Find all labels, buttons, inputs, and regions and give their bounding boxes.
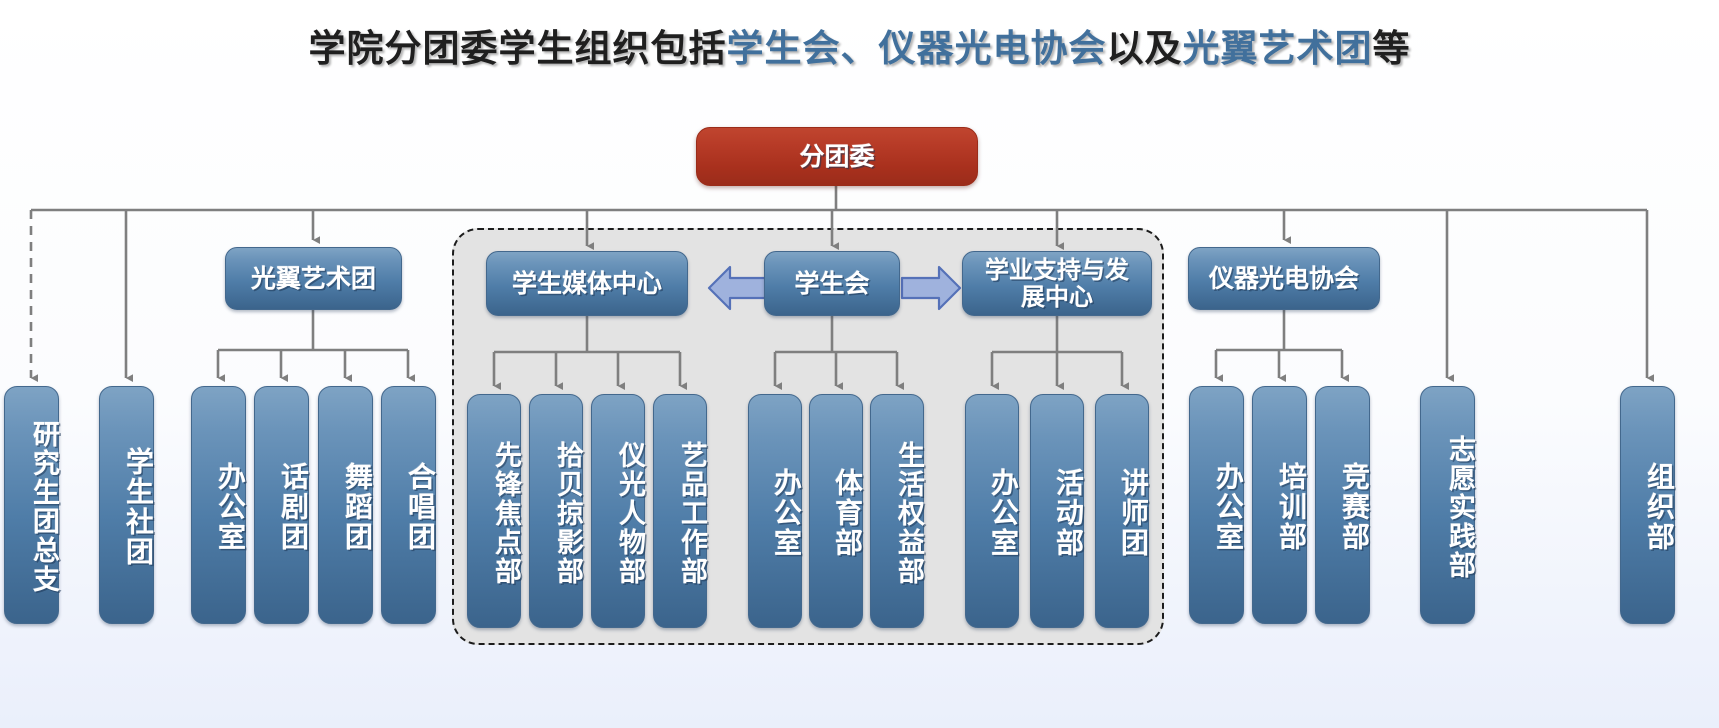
leaf-label-md-people: 仪光人物部 — [614, 440, 645, 586]
node-organization-dept[interactable]: 组织部 — [1620, 386, 1676, 624]
arrow-right-icon — [900, 265, 962, 311]
title-segment-4: 光翼艺术团 — [1182, 27, 1373, 70]
leaf-label-in-contest: 竞赛部 — [1338, 462, 1371, 552]
node-instrument-label: 仪器光电协会 — [1208, 264, 1359, 293]
node-media-label: 学生媒体中心 — [511, 269, 662, 298]
node-un-sports[interactable]: 体育部 — [809, 394, 864, 628]
leaf-label-gy-office: 办公室 — [214, 462, 247, 552]
node-md-shibei[interactable]: 拾贝掠影部 — [529, 394, 583, 628]
node-gy-drama[interactable]: 话剧团 — [254, 386, 310, 624]
title-segment-0: 学院分团委学生组织包括 — [308, 27, 727, 70]
node-gy-dance[interactable]: 舞蹈团 — [318, 386, 374, 624]
node-gy-office[interactable]: 办公室 — [191, 386, 247, 624]
node-in-contest[interactable]: 竞赛部 — [1315, 386, 1371, 624]
leaf-label-md-pioneer: 先锋焦点部 — [490, 440, 521, 586]
node-un-office[interactable]: 办公室 — [748, 394, 803, 628]
arrow-left-icon — [707, 265, 769, 311]
node-un-rights[interactable]: 生活权益部 — [870, 394, 924, 628]
leaf-label-ac-office: 办公室 — [987, 468, 1020, 558]
node-academic-support-center[interactable]: 学业支持与发 展中心 — [962, 251, 1152, 316]
leaf-label-in-office: 办公室 — [1212, 462, 1245, 552]
node-volunteer-practice[interactable]: 志愿实践部 — [1420, 386, 1475, 624]
node-guangyi-label: 光翼艺术团 — [250, 264, 376, 293]
leaf-label-volunteer: 志愿实践部 — [1444, 434, 1475, 580]
node-student-club[interactable]: 学生社团 — [99, 386, 155, 624]
node-guangyi-art-troupe[interactable]: 光翼艺术团 — [225, 247, 402, 310]
leaf-label-ac-lecturer: 讲师团 — [1117, 468, 1150, 558]
leaf-label-un-office: 办公室 — [770, 468, 803, 558]
node-root[interactable]: 分团委 — [696, 127, 978, 186]
node-ac-office[interactable]: 办公室 — [965, 394, 1020, 628]
title-segment-1: 学生会、 — [726, 27, 879, 70]
node-md-people[interactable]: 仪光人物部 — [591, 394, 645, 628]
node-grad-league-branch[interactable]: 研究生团总支 — [4, 386, 59, 624]
leaf-label-un-rights: 生活权益部 — [893, 440, 924, 586]
leaf-label-gy-dance: 舞蹈团 — [341, 462, 374, 552]
leaf-label-ac-activity: 活动部 — [1052, 468, 1085, 558]
title-segment-5: 等 — [1372, 27, 1411, 70]
node-student-union[interactable]: 学生会 — [764, 251, 900, 316]
node-root-label: 分团委 — [799, 142, 875, 171]
node-in-training[interactable]: 培训部 — [1252, 386, 1308, 624]
leaf-label-organize: 组织部 — [1643, 462, 1676, 552]
leaf-label-un-sports: 体育部 — [831, 468, 864, 558]
node-ac-activity[interactable]: 活动部 — [1030, 394, 1085, 628]
node-md-art[interactable]: 艺品工作部 — [653, 394, 707, 628]
node-gy-chorus[interactable]: 合唱团 — [381, 386, 437, 624]
node-ac-lecturer[interactable]: 讲师团 — [1095, 394, 1150, 628]
leaf-label-in-training: 培训部 — [1275, 462, 1308, 552]
leaf-label-gy-chorus: 合唱团 — [404, 462, 437, 552]
node-md-pioneer[interactable]: 先锋焦点部 — [467, 394, 521, 628]
leaf-label-md-shibei: 拾贝掠影部 — [552, 440, 583, 586]
leaf-label-grad-league: 研究生团总支 — [28, 420, 59, 594]
leaf-label-student-club: 学生社团 — [122, 447, 155, 567]
leaf-label-gy-drama: 话剧团 — [277, 462, 310, 552]
node-academic-label-line1: 学业支持与发 — [985, 255, 1129, 284]
page-title: 学院分团委学生组织包括学生会、仪器光电协会以及光翼艺术团等 — [0, 18, 1719, 72]
node-academic-label-line2: 展中心 — [1021, 282, 1093, 311]
node-student-media-center[interactable]: 学生媒体中心 — [486, 251, 688, 316]
title-segment-3: 以及 — [1106, 27, 1183, 70]
node-union-label: 学生会 — [794, 269, 870, 298]
node-in-office[interactable]: 办公室 — [1189, 386, 1245, 624]
node-instrument-optoelectronic-association[interactable]: 仪器光电协会 — [1188, 247, 1380, 310]
leaf-label-md-art: 艺品工作部 — [676, 440, 707, 586]
title-segment-2: 仪器光电协会 — [878, 27, 1107, 70]
